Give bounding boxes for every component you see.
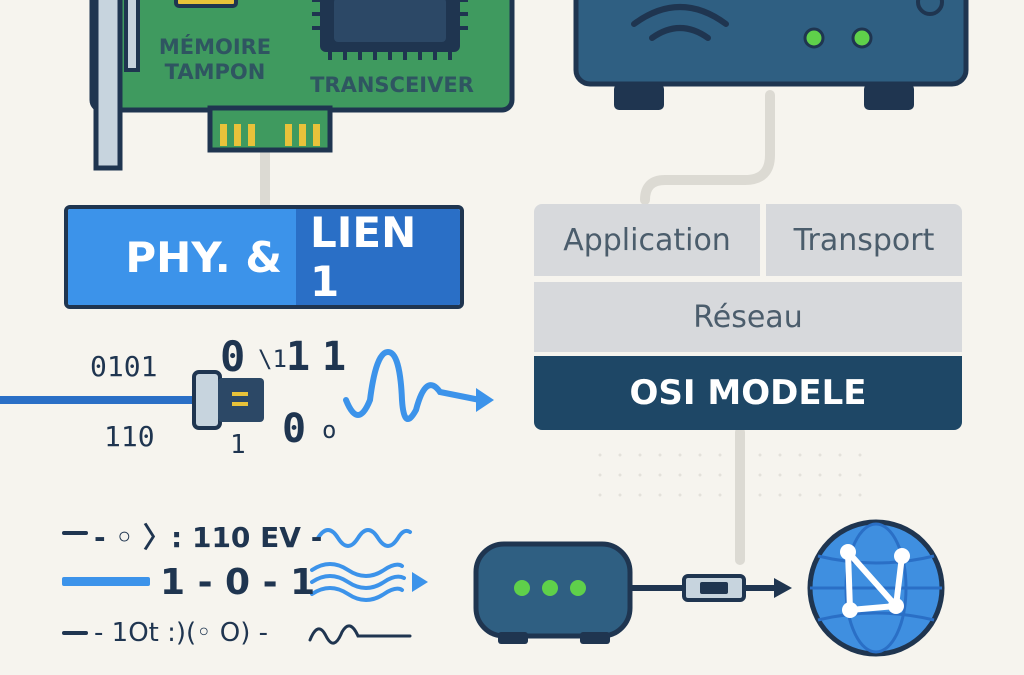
binary-1-small: 1 [230, 430, 246, 460]
signal-row-3-wave [308, 624, 412, 645]
signal-row-3-text: - 1Ot :)(◦ O) - [94, 618, 269, 648]
buffer-label-line2: TAMPON [164, 60, 266, 84]
modem-cable [630, 574, 792, 602]
router-device [573, 0, 969, 110]
network-card [89, 0, 515, 171]
binary-slash-1: \1 [258, 345, 287, 373]
transceiver-chip [312, 0, 468, 60]
router-led-1 [803, 27, 825, 49]
buffer-chip [174, 0, 238, 8]
signal-row-2-arrow [412, 572, 428, 592]
modem-led-2 [542, 580, 558, 596]
signal-wave [343, 348, 483, 422]
binary-0101: 0101 [90, 350, 158, 383]
buffer-label: MÉMOIRE TAMPON [152, 37, 278, 83]
phy-link-box: PHY. & LIEN 1 [64, 205, 464, 309]
buffer-label-line1: MÉMOIRE [158, 35, 272, 59]
internet-globe-icon [807, 519, 945, 657]
osi-layer-reseau: Réseau [534, 282, 962, 352]
dot-grid [598, 453, 862, 497]
binary-110: 110 [104, 420, 155, 453]
signal-row-2-text: 1 - 0 - 1 [160, 562, 316, 603]
router-led-2 [851, 27, 873, 49]
transceiver-label: TRANSCEIVER [310, 73, 474, 97]
ethernet-cable [0, 370, 264, 430]
binary-o-small: o [322, 416, 337, 444]
modem-led-1 [514, 580, 530, 596]
signal-row-2-marks [62, 577, 150, 586]
link-label: LIEN 1 [296, 209, 460, 305]
binary-1-b: 1 [322, 334, 347, 380]
binary-0-large: 0 [220, 332, 246, 381]
binary-0-bottom: 0 [282, 406, 307, 452]
connector-lines [260, 90, 775, 565]
signal-arrow-head [476, 388, 494, 412]
wifi-icon [631, 4, 729, 41]
modem-device [473, 541, 633, 644]
binary-1-a: 1 [286, 334, 311, 380]
edge-connector [207, 105, 333, 153]
osi-model-stack: Application Transport Réseau OSI MODELE [534, 204, 962, 430]
signal-row-1-text: - ◦ 〉: 110 EV - [94, 521, 323, 554]
card-bracket [93, 0, 123, 171]
modem-led-3 [570, 580, 586, 596]
osi-layer-transport: Transport [766, 204, 962, 276]
phy-label: PHY. & [68, 209, 296, 305]
osi-title: OSI MODELE [534, 356, 962, 430]
signal-row-1-wave [316, 528, 412, 548]
signal-row-2-wave [310, 562, 406, 602]
osi-layer-application: Application [534, 204, 760, 276]
